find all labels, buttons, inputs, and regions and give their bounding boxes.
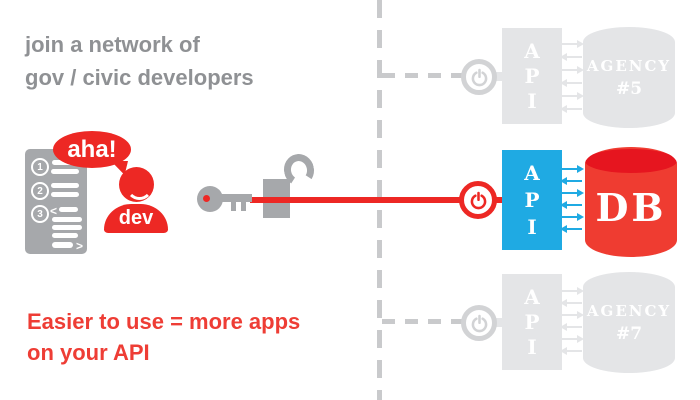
data-arrow-left (560, 225, 582, 233)
api-letter: P (524, 310, 540, 334)
row3-dashed-connector (382, 319, 462, 324)
agency5-cylinder: AGENCY #5 (583, 27, 675, 128)
tagline-line1: Easier to use = more apps (27, 309, 301, 334)
headline-line1: join a network of (25, 32, 200, 57)
api-letter: A (524, 39, 540, 63)
api-box-row3: A P I (502, 274, 562, 370)
smile-icon (126, 173, 153, 200)
checklist-number-2: 2 (31, 182, 49, 200)
data-arrow-right (562, 66, 584, 74)
active-connection-line (250, 197, 463, 203)
tagline-line2: on your API (27, 340, 150, 365)
data-arrow-left (560, 201, 582, 209)
database-lid (585, 149, 677, 173)
api-letter: A (524, 285, 540, 309)
checklist-number-1: 1 (31, 158, 49, 176)
data-arrow-right (562, 335, 584, 343)
checklist-line (52, 217, 82, 222)
key-shaft (219, 194, 252, 202)
data-arrow-right (562, 40, 584, 48)
dev-label: dev (118, 207, 154, 229)
checklist-line (51, 192, 79, 197)
code-open-bracket: < (50, 204, 58, 218)
power-icon-row2 (459, 181, 497, 219)
code-close-bracket: > (76, 239, 84, 253)
agency5-label: AGENCY (586, 56, 672, 75)
checklist-number-3: 3 (31, 205, 49, 223)
api-letter: P (524, 188, 540, 212)
checklist-line (52, 242, 73, 248)
checklist-line (52, 225, 82, 230)
speech-bubble-icon: aha! (53, 131, 131, 168)
database-label: DB (595, 184, 667, 230)
api-letter: I (527, 335, 537, 359)
checklist-line (51, 183, 79, 188)
power-icon-row3 (461, 305, 497, 341)
data-arrow-right (562, 311, 584, 319)
key-icon (197, 186, 223, 212)
power-glyph (470, 191, 486, 209)
data-arrow-left (560, 79, 582, 87)
database-cylinder-icon: DB (585, 147, 677, 257)
data-arrow-right (562, 165, 584, 173)
data-arrow-right (562, 287, 584, 295)
checklist-line (51, 169, 79, 174)
agency5-number: #5 (615, 78, 643, 99)
developer-avatar: dev (104, 204, 168, 233)
row1-connector-stub (494, 72, 504, 81)
key-hole (203, 195, 210, 202)
api-box-row1: A P I (502, 28, 562, 124)
data-arrow-left (560, 347, 582, 355)
data-arrow-left (560, 105, 582, 113)
checklist-line (59, 207, 78, 212)
active-connection-stub (492, 197, 504, 203)
data-arrow-left (560, 323, 582, 331)
data-arrow-left (560, 177, 582, 185)
agency7-number: #7 (615, 323, 643, 344)
row1-dashed-connector (382, 73, 462, 78)
api-letter: I (527, 215, 537, 239)
power-glyph (471, 68, 487, 86)
headline: join a network of gov / civic developers (25, 28, 254, 94)
api-letter: A (524, 161, 540, 185)
api-box-row2: A P I (502, 150, 562, 250)
agency7-label: AGENCY (586, 301, 672, 320)
api-letter: I (527, 89, 537, 113)
data-arrow-left (560, 53, 582, 61)
power-glyph (471, 314, 487, 332)
data-arrow-right (562, 213, 584, 221)
data-arrow-right (562, 92, 584, 100)
checklist-line (52, 233, 78, 238)
speech-bubble-text: aha! (67, 135, 117, 163)
tagline: Easier to use = more apps on your API (27, 306, 300, 368)
row3-connector-stub (494, 318, 504, 327)
headline-line2: gov / civic developers (25, 65, 254, 90)
data-arrow-right (562, 189, 584, 197)
data-arrow-left (560, 299, 582, 307)
api-letter: P (524, 64, 540, 88)
key-tooth (231, 202, 236, 211)
key-tooth (241, 202, 246, 211)
power-icon-row1 (461, 59, 497, 95)
agency7-cylinder: AGENCY #7 (583, 272, 675, 373)
